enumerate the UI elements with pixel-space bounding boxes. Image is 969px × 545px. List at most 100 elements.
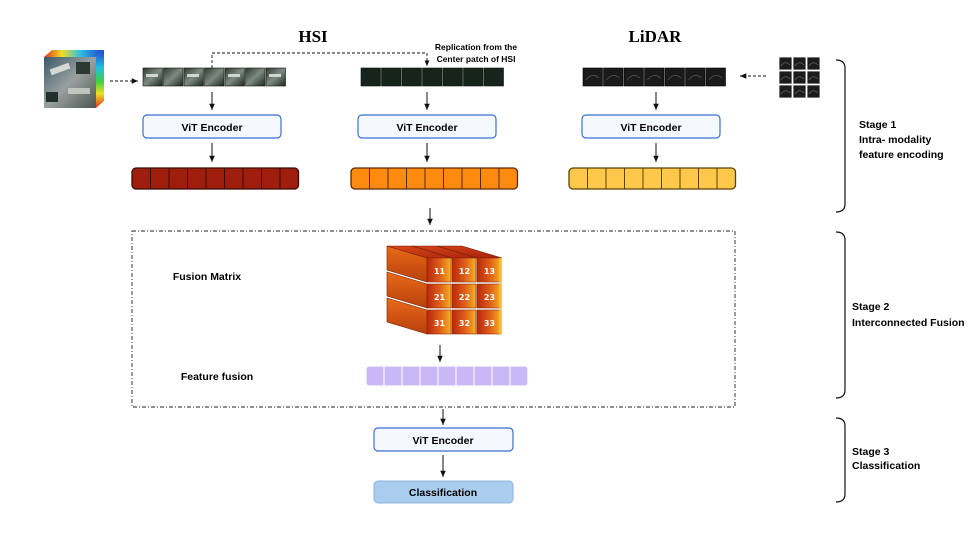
feature-token — [133, 169, 150, 188]
feature-token — [511, 367, 527, 385]
replicated-center-tokens — [360, 67, 504, 87]
center-patch — [483, 67, 504, 87]
feature-token — [644, 169, 661, 188]
feature-token — [426, 169, 443, 188]
feature-token — [589, 169, 606, 188]
lidar-patch — [664, 67, 685, 87]
stage-2-title: Stage 2 — [852, 301, 890, 313]
fusion-matrix-cell-label: 11 — [434, 267, 446, 276]
fusion-matrix-cell-label: 13 — [484, 267, 495, 276]
feature-token — [263, 169, 280, 188]
lidar-patch-tokens — [582, 67, 726, 87]
fusion-matrix-cell-label: 23 — [484, 293, 495, 302]
hsi-patch — [245, 67, 266, 87]
lidar-grid-cell — [778, 56, 793, 71]
center-patch — [360, 67, 381, 87]
stage-1-line-2: Intra- modality — [859, 134, 932, 146]
center-patch — [381, 67, 402, 87]
center-patch — [442, 67, 463, 87]
feature-token — [281, 169, 298, 188]
classification-label: Classification — [409, 487, 477, 499]
feature-token — [475, 367, 491, 385]
feature-token — [493, 367, 509, 385]
lidar-grid-cell — [778, 84, 793, 99]
fusion-region — [131, 230, 736, 408]
feature-token — [681, 169, 698, 188]
feature-token — [700, 169, 717, 188]
stage-3-line-2: Classification — [852, 460, 920, 472]
fusion-matrix-cell — [451, 283, 477, 309]
feature-token — [226, 169, 243, 188]
feature-token — [439, 367, 455, 385]
fusion-matrix-cell — [476, 257, 502, 283]
center-patch — [422, 67, 443, 87]
fusion-matrix-cell — [426, 309, 452, 335]
final-vit-encoder: ViT Encoder — [373, 427, 514, 452]
feature-token — [626, 169, 643, 188]
hsi-vit-encoder-label: ViT Encoder — [181, 122, 242, 134]
center-feature-tokens — [350, 167, 519, 190]
fusion-matrix-cell-label: 12 — [459, 267, 470, 276]
hyperspectral-cube-icon — [44, 50, 104, 108]
feature-token — [371, 169, 388, 188]
lidar-patch — [685, 67, 706, 87]
feature-token — [457, 367, 473, 385]
feature-token — [482, 169, 499, 188]
center-vit-encoder: ViT Encoder — [357, 114, 497, 139]
hsi-patch-tokens — [142, 67, 286, 87]
feature-token — [500, 169, 517, 188]
hsi-vit-encoder: ViT Encoder — [142, 114, 282, 139]
stage-2-line-2: Interconnected Fusion — [852, 317, 965, 329]
lidar-patch-grid-icon — [778, 56, 821, 99]
fusion-matrix-cell — [426, 283, 452, 309]
feature-token — [463, 169, 480, 188]
center-patch — [401, 67, 422, 87]
fusion-matrix-cell — [476, 309, 502, 335]
feature-token — [663, 169, 680, 188]
lidar-grid-cell — [792, 56, 807, 71]
stage-1-title: Stage 1 — [859, 119, 897, 131]
fusion-matrix-cell-label: 33 — [484, 319, 495, 328]
lidar-patch — [623, 67, 644, 87]
feature-fusion-tokens — [365, 365, 529, 387]
lidar-grid-cell — [806, 56, 821, 71]
stage-1-bracket — [835, 59, 846, 213]
classification-box: Classification — [373, 480, 514, 504]
lidar-vit-encoder-label: ViT Encoder — [620, 122, 681, 134]
final-vit-encoder-label: ViT Encoder — [412, 435, 473, 447]
feature-token — [207, 169, 224, 188]
feature-token — [408, 169, 425, 188]
fusion-matrix-cell — [451, 257, 477, 283]
feature-token — [385, 367, 401, 385]
hsi-feature-tokens — [131, 167, 300, 190]
feature-token — [607, 169, 624, 188]
stage-3-bracket — [835, 417, 846, 503]
fusion-matrix-cell-label: 22 — [459, 293, 470, 302]
replication-connector — [211, 52, 430, 68]
fusion-matrix-cell-label: 21 — [434, 293, 446, 302]
feature-token — [389, 169, 406, 188]
fusion-matrix-cell — [426, 257, 452, 283]
lidar-patch — [705, 67, 726, 87]
replication-note-line-1: Replication from the — [435, 42, 517, 52]
feature-token — [244, 169, 261, 188]
lidar-patch — [603, 67, 624, 87]
lidar-vit-encoder: ViT Encoder — [581, 114, 721, 139]
lidar-patch — [644, 67, 665, 87]
lidar-patch — [582, 67, 603, 87]
lidar-grid-cell — [806, 84, 821, 99]
fusion-matrix-cell — [476, 283, 502, 309]
feature-token — [421, 367, 437, 385]
center-vit-encoder-label: ViT Encoder — [396, 122, 457, 134]
lidar-grid-cell — [806, 70, 821, 85]
feature-token — [352, 169, 369, 188]
feature-token — [170, 169, 187, 188]
lidar-grid-cell — [792, 84, 807, 99]
hsi-patch — [163, 67, 184, 87]
stage-1-line-3: feature encoding — [859, 149, 944, 161]
fusion-matrix-cell-label: 31 — [434, 319, 446, 328]
feature-token — [367, 367, 383, 385]
hsi-title: HSI — [298, 27, 328, 46]
feature-token — [189, 169, 206, 188]
